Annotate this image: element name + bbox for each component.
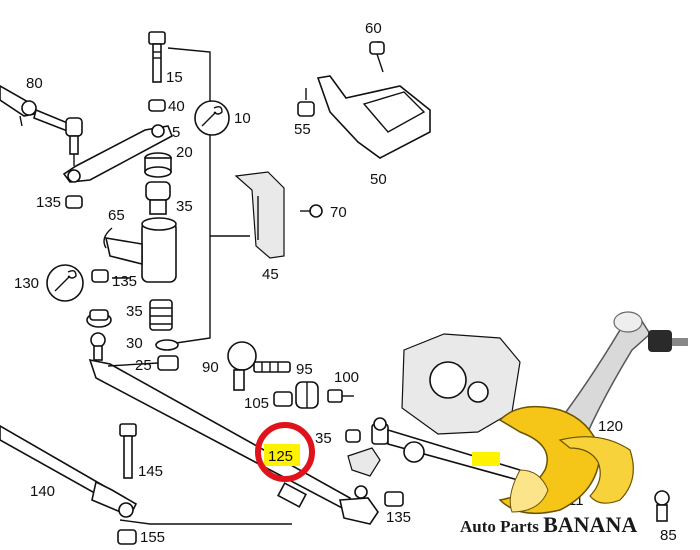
label-140: 140 (30, 483, 55, 500)
label-135-upper: 135 (36, 194, 61, 211)
rod-140 (0, 425, 292, 525)
clamp-95 (295, 381, 319, 409)
leader-lines (107, 41, 380, 367)
brand-prefix: Auto Parts (460, 517, 543, 536)
banana-icon (472, 405, 634, 515)
brand-name: BANANA (543, 512, 637, 537)
label-100: 100 (334, 369, 359, 386)
label-85: 85 (660, 527, 677, 544)
label-25: 25 (135, 357, 152, 374)
bushing-20 (144, 152, 172, 178)
bolt-15 (148, 31, 166, 83)
steering-arm-80 (0, 85, 83, 166)
wrench-symbol-130 (46, 264, 84, 302)
tie-rod-125 (88, 332, 379, 525)
label-40: 40 (168, 98, 185, 115)
label-15: 15 (166, 69, 183, 86)
idler-housing-65 (103, 217, 177, 283)
label-80: 80 (26, 75, 43, 92)
screw-60 (369, 41, 385, 73)
bolt-145 (119, 423, 137, 479)
steering-gearbox (401, 333, 521, 435)
nut-135-lower (384, 491, 404, 507)
label-35-upper: 35 (176, 198, 193, 215)
bracket-45 (234, 171, 285, 259)
label-90: 90 (202, 359, 219, 376)
label-10: 10 (234, 110, 251, 127)
bushing-35-lower (149, 299, 173, 331)
cover-50 (316, 75, 431, 159)
wrench-symbol-10 (194, 100, 230, 136)
label-95: 95 (296, 361, 313, 378)
nut-135-middle (91, 269, 109, 283)
label-60: 60 (365, 20, 382, 37)
label-145: 145 (138, 463, 163, 480)
label-65: 65 (108, 207, 125, 224)
label-105: 105 (244, 395, 269, 412)
reference-bracket (167, 47, 250, 344)
screw-70 (300, 204, 323, 218)
brand-wordmark: Auto Parts BANANA (460, 512, 637, 537)
highlight-125 (264, 444, 300, 466)
label-20: 20 (176, 144, 193, 161)
label-45: 45 (262, 266, 279, 283)
nut-105 (273, 391, 293, 407)
label-5: 5 (172, 124, 180, 141)
screw-100 (327, 389, 354, 403)
label-155: 155 (140, 529, 165, 546)
washer-30 (155, 339, 179, 351)
bushing-35-upper (145, 181, 171, 215)
clip-55 (297, 101, 315, 117)
highlight-circle (255, 422, 315, 482)
label-35-lower: 35 (126, 303, 143, 320)
ball-joint-85 (654, 490, 670, 522)
nut-40 (148, 99, 166, 112)
label-35-right: 35 (315, 430, 332, 447)
drag-link-120 (345, 417, 521, 482)
label-55: 55 (294, 121, 311, 138)
label-130: 130 (14, 275, 39, 292)
label-125: 125 (268, 448, 293, 465)
tie-rod-end-90 (227, 341, 291, 391)
nut-155 (117, 529, 137, 545)
label-135-lower: 135 (386, 509, 411, 526)
label-30: 30 (126, 335, 143, 352)
dust-boot (86, 309, 112, 328)
label-50: 50 (370, 171, 387, 188)
nut-135-upper (65, 195, 83, 209)
label-70: 70 (330, 204, 347, 221)
label-135-middle: 135 (112, 273, 137, 290)
idler-arm-5 (62, 124, 174, 183)
label-120: 120 (598, 418, 623, 435)
watermark-logo: Auto Parts BANANA (460, 311, 688, 537)
control-arm-image (558, 311, 688, 438)
nut-25 (157, 355, 179, 371)
